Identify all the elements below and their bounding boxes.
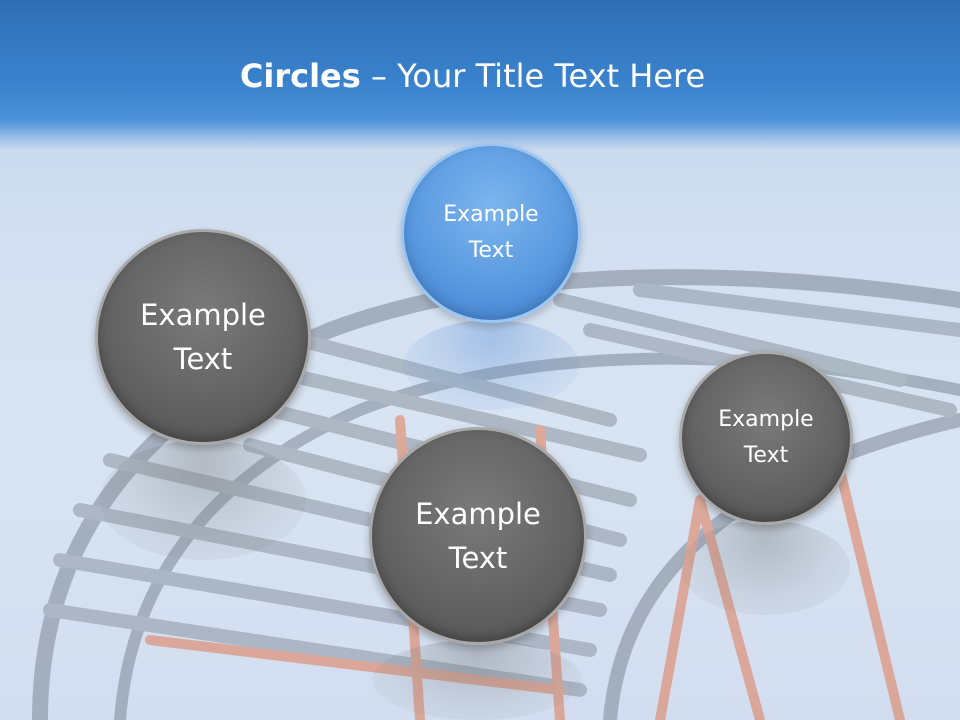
circle-right-label: Example Text bbox=[718, 407, 814, 468]
circle-top: Example Text bbox=[401, 143, 581, 323]
circle-reflection bbox=[680, 520, 850, 615]
circle-reflection bbox=[100, 440, 306, 560]
header-band bbox=[0, 0, 960, 150]
title-bold: Circles bbox=[239, 57, 361, 95]
circle-top-label: Example Text bbox=[443, 202, 539, 263]
slide-title: Circles – Your Title Text Here bbox=[0, 52, 945, 100]
circle-right: Example Text bbox=[679, 351, 853, 525]
circle-left: Example Text bbox=[95, 229, 311, 445]
circle-reflection bbox=[372, 640, 582, 720]
circle-bottom-label: Example Text bbox=[415, 497, 541, 575]
circle-reflection bbox=[403, 320, 579, 410]
circle-bottom: Example Text bbox=[369, 427, 587, 645]
circle-left-label: Example Text bbox=[140, 298, 266, 376]
title-rest: – Your Title Text Here bbox=[360, 57, 706, 95]
